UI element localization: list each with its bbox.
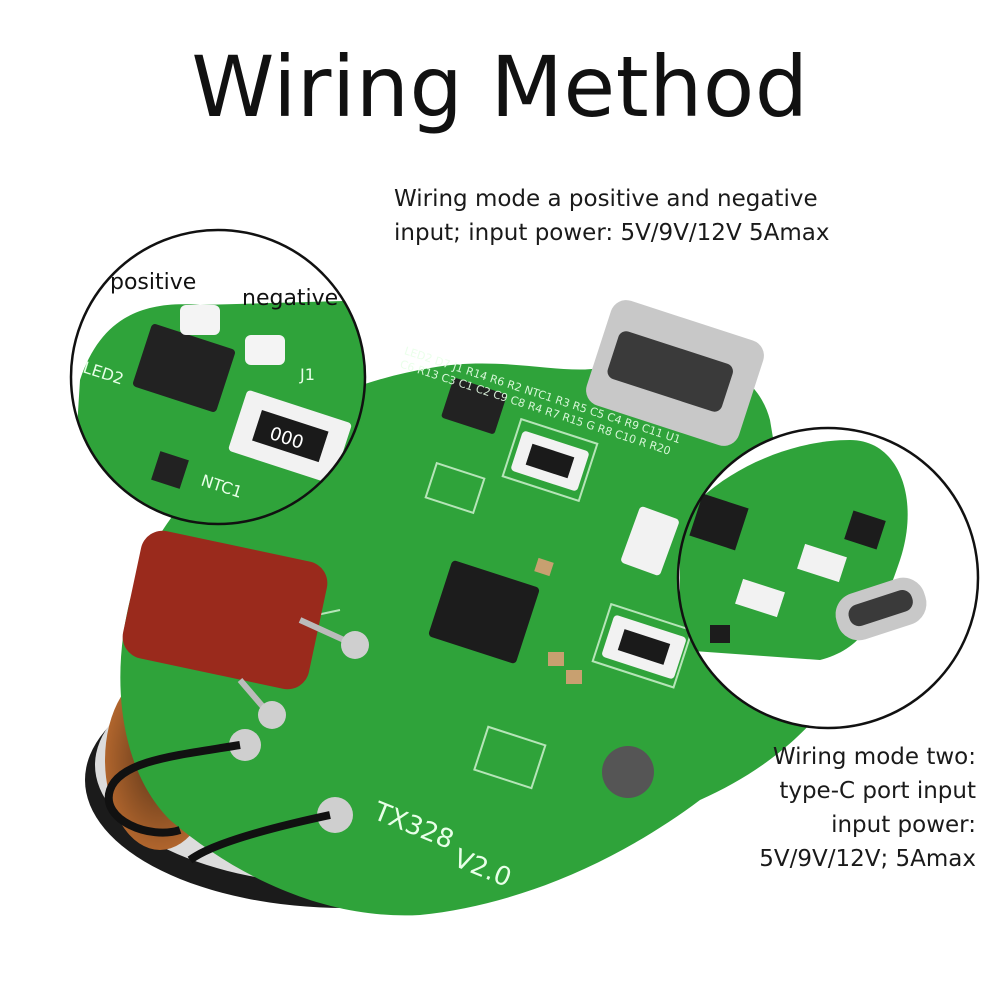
negative-label: negative [242,286,339,311]
note-line: 5V/9V/12V; 5Amax [759,846,976,872]
coil-wire-2 [187,811,331,864]
callout-right-border [676,426,980,730]
mounting-hole [602,746,654,798]
note-line: Wiring mode a positive and negative [394,186,818,212]
note-line: input; input power: 5V/9V/12V 5Amax [394,220,830,246]
resistor-r12 [621,506,679,576]
callout-left-border [69,228,367,526]
note-line: Wiring mode two: [772,744,976,770]
coil-wire-1 [104,741,241,837]
small-capacitors [534,557,582,684]
positive-label: positive [110,270,197,295]
diode-d7 [441,378,507,434]
zoom-mosfet [844,510,886,550]
callout-right-zoom [678,428,978,728]
wiring-mode-two-note: Wiring mode two: type-C port input input… [700,740,976,876]
zoom-diode [132,324,236,412]
callout-left-zoom: 000 LED2 NTC1 J1 [71,230,365,524]
page-title: Wiring Method [191,38,809,136]
svg-text:J1: J1 [299,365,315,384]
film-capacitor [122,530,328,690]
ic-chip [428,560,540,664]
zoom-ic [689,493,749,551]
note-line: input power: [831,812,976,838]
note-line: type-C port input [779,778,976,804]
wiring-mode-one-note: Wiring mode a positive and negative inpu… [394,182,914,250]
